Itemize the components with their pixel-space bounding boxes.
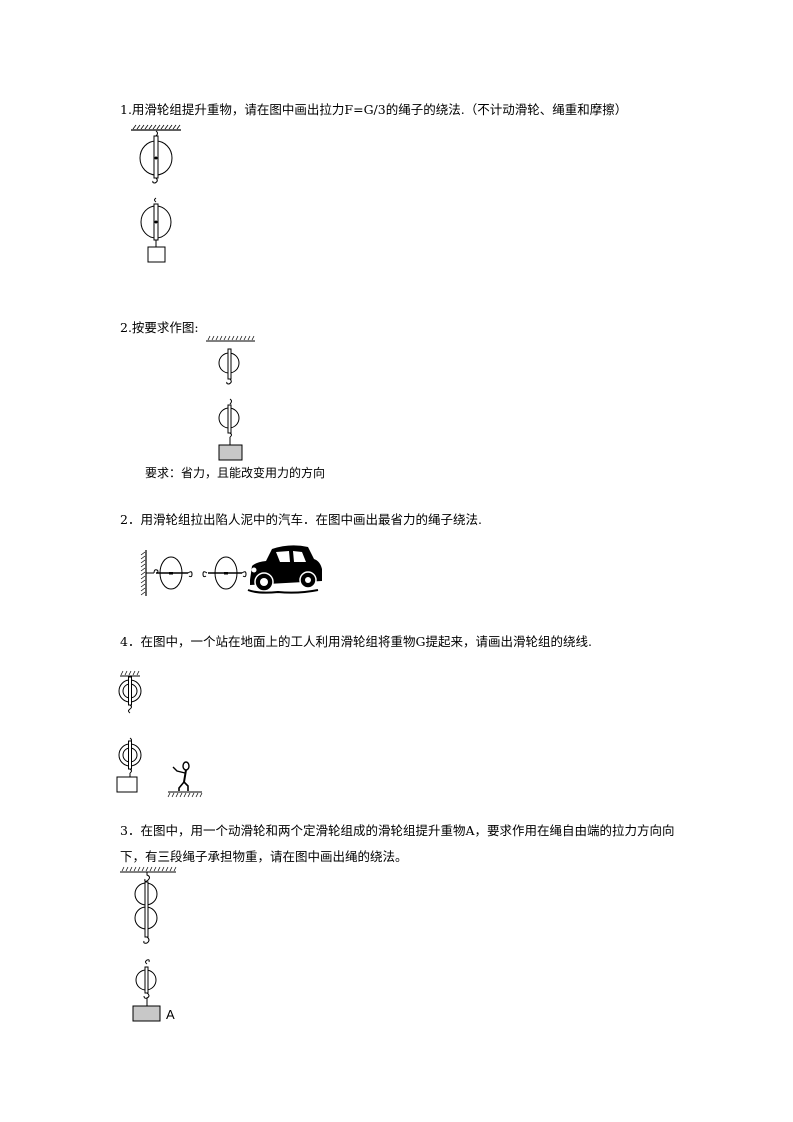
- car-pulley-diagram: [140, 545, 322, 596]
- question-2-requirement-caption: 要求：省力，且能改变用力的方向: [145, 466, 326, 480]
- pulley-system-diagram: [206, 335, 255, 461]
- question-4-figure: [110, 670, 205, 798]
- worker-pulley-diagram: [116, 670, 203, 798]
- question-1-figure: [125, 122, 185, 267]
- pulley-system-diagram: [131, 124, 181, 263]
- car-icon: [247, 545, 322, 594]
- question-1-text: 1.用滑轮组提升重物，请在图中画出拉力F=G/3的绳子的绕法.（不计动滑轮、绳重…: [120, 102, 628, 117]
- question-3-figure: [118, 866, 183, 1026]
- weight-a-label: A: [166, 1007, 175, 1022]
- question-4-text: 4．在图中，一个站在地面上的工人利用滑轮组将重物G提起来，请画出滑轮组的绕线.: [120, 634, 592, 649]
- worker-icon: [172, 761, 190, 791]
- question-2-figure: [200, 335, 260, 465]
- question-2b-text: 2．用滑轮组拉出陷人泥中的汽车．在图中画出最省力的绳子绕法.: [120, 512, 482, 527]
- question-2b-figure: [138, 540, 328, 598]
- question-3-text: 3．在图中，用一个动滑轮和两个定滑轮组成的滑轮组提升重物A，要求作用在绳自由端的…: [120, 823, 675, 864]
- question-2-text: 2.按要求作图:: [120, 320, 199, 335]
- pulley-system-diagram: [120, 866, 177, 1022]
